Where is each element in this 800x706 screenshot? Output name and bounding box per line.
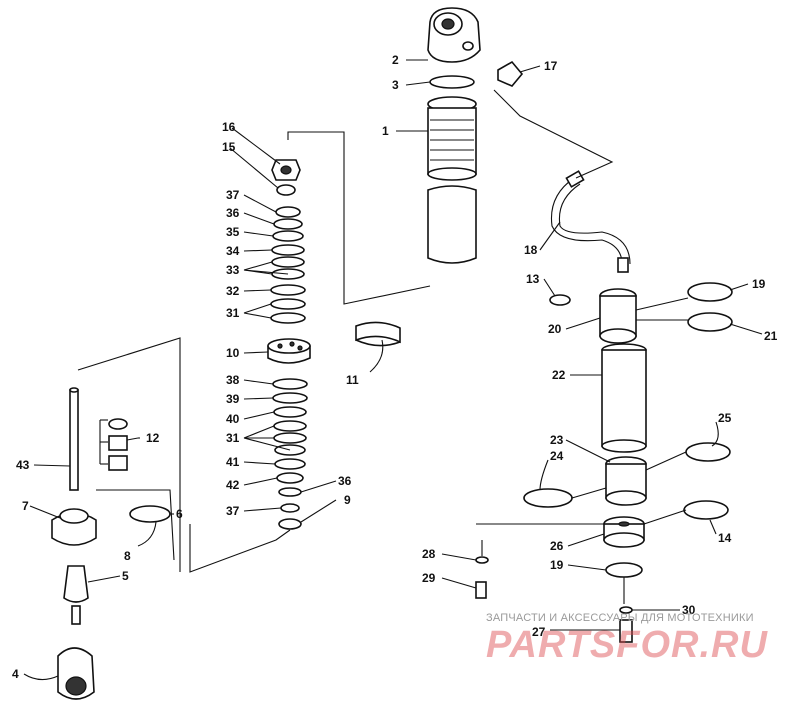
label-16: 16 [222,120,236,134]
label-3: 3 [392,78,399,92]
part-28-washer [475,556,489,564]
part-8-ring [129,505,171,523]
label-15: 15 [222,140,236,154]
label-33: 33 [226,263,240,277]
label-21: 21 [764,329,778,343]
label-19b: 19 [550,558,564,572]
label-1: 1 [382,124,389,138]
label-31: 31 [226,306,240,320]
label-6: 6 [176,507,183,521]
part-14-ring [683,500,729,520]
part-12-bushings [108,418,128,471]
part-21-ring [687,312,733,332]
label-4: 4 [12,667,19,681]
label-2: 2 [392,53,399,67]
label-30: 30 [682,603,696,617]
valve-stack-upper [270,206,306,324]
label-40: 40 [226,412,240,426]
label-5: 5 [122,569,129,583]
part-16-nut [271,159,301,181]
part-22-tube [601,343,647,453]
label-26: 26 [550,539,564,553]
label-28: 28 [422,547,436,561]
part-23-body [605,456,647,506]
label-27: 27 [532,625,546,639]
part-27-bolt [619,619,633,643]
label-22: 22 [552,368,566,382]
label-41: 41 [226,455,240,469]
label-7: 7 [22,499,29,513]
part-18-hose [550,170,631,273]
label-10: 10 [226,346,240,360]
label-36b: 36 [338,474,352,488]
part-24-band [523,488,573,508]
valve-stack-lower [272,378,308,530]
label-37b: 37 [226,504,240,518]
part-26-base [603,516,645,548]
label-14: 14 [718,531,732,545]
label-38: 38 [226,373,240,387]
label-19: 19 [752,277,766,291]
label-36: 36 [226,206,240,220]
part-4-eye [57,647,95,700]
label-18: 18 [524,243,538,257]
part-43-shaft [69,387,79,491]
label-24: 24 [550,449,564,463]
label-32: 32 [226,284,240,298]
part-7-cap [51,508,97,546]
label-43: 43 [16,458,30,472]
part-11-band [355,321,401,347]
part-5-mount [63,565,89,625]
label-31b: 31 [226,431,240,445]
part-1-reservoir [427,96,477,264]
part-20-cap [599,288,637,344]
watermark-logo: PARTSFOR.RU [486,624,768,666]
label-12: 12 [146,431,160,445]
part-17-fitting [497,60,524,87]
label-37: 37 [226,188,240,202]
callout-labels: 16 15 37 36 35 34 33 32 31 10 38 39 40 3… [12,53,778,681]
part-19-ring [687,282,733,302]
watermark-tagline: ЗАПЧАСТИ И АКСЕССУАРЫ ДЛЯ МОТОТЕХНИКИ [486,612,754,624]
label-20: 20 [548,322,562,336]
part-3-ring [429,75,475,89]
label-17: 17 [544,59,558,73]
label-42: 42 [226,478,240,492]
label-23: 23 [550,433,564,447]
label-34: 34 [226,244,240,258]
label-39: 39 [226,392,240,406]
label-25: 25 [718,411,732,425]
part-upper-eye [427,7,481,63]
label-29: 29 [422,571,436,585]
part-29-screw [475,581,487,599]
label-11: 11 [346,373,359,387]
label-35: 35 [226,225,240,239]
part-19b-ring [605,562,643,578]
part-10-piston [267,338,311,364]
label-9: 9 [344,493,351,507]
part-13-ring [549,294,571,306]
leader-lines [23,59,763,681]
part-15-washer [276,184,296,196]
label-8: 8 [124,549,131,563]
part-25-ring [685,442,731,462]
label-13: 13 [526,272,540,286]
